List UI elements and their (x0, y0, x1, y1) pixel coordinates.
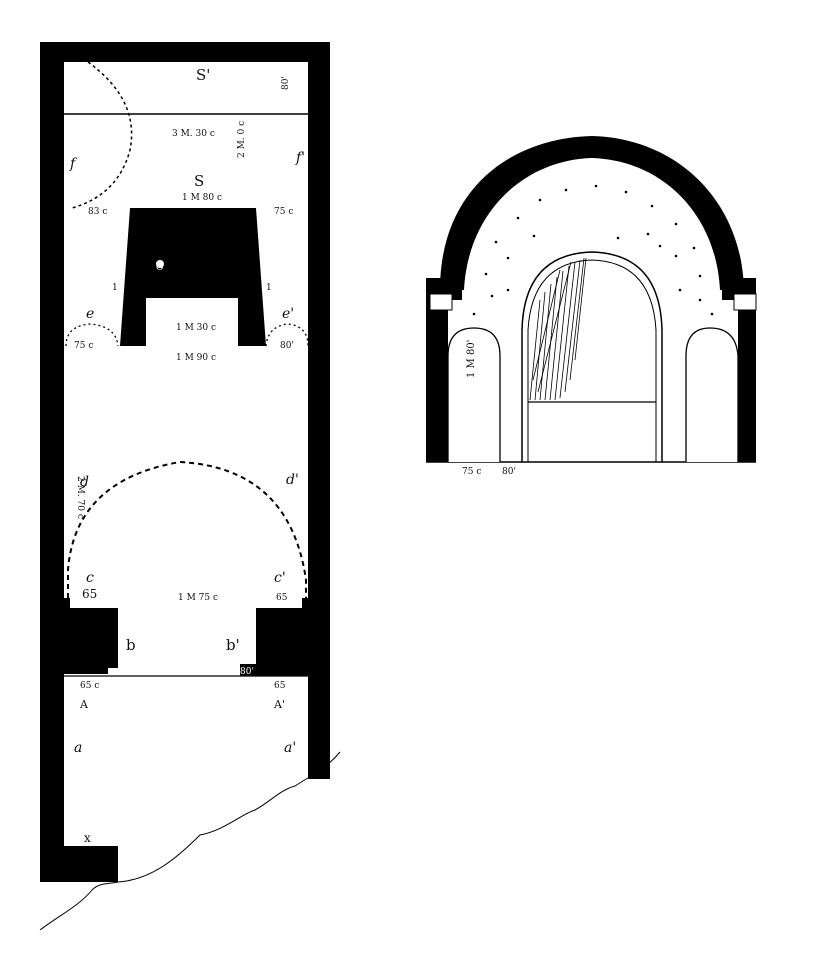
label-1m75: 1 M 75 c (178, 593, 218, 603)
dome-dots (472, 184, 714, 316)
label-65-left: 65 (82, 587, 97, 601)
label-1-left: 1 (112, 283, 118, 293)
label-65-lower-left: 65 c (80, 681, 99, 691)
niche-right (685, 327, 739, 462)
floor-plan: S' 80' 3 M. 30 c 2 M. 0 c f f' S 1 M 80 … (39, 42, 341, 931)
label-x: x (84, 831, 91, 845)
capital-right (733, 293, 757, 311)
label-a-lower-prime: a' (284, 740, 296, 756)
label-e-prime: e' (282, 306, 294, 322)
label-1-right: 1 (266, 283, 272, 293)
central-arch (521, 251, 663, 462)
label-side-dim: 2 M. 70 c (75, 476, 85, 519)
label-o: O (156, 263, 163, 273)
label-s: S (194, 172, 204, 190)
rebate-right (302, 598, 308, 608)
section-left-wall (426, 278, 462, 462)
capital-left (429, 293, 453, 311)
label-a-upper: A (79, 698, 89, 711)
label-75-right: 75 c (274, 207, 293, 217)
inner-arch (527, 259, 657, 402)
label-a-upper-prime: A' (273, 698, 285, 711)
label-80-small: 80' (240, 667, 254, 677)
label-c-prime: c' (274, 570, 286, 586)
right-wall (308, 42, 330, 779)
label-d: d (80, 474, 89, 490)
label-s-prime: S' (196, 66, 210, 84)
label-d-prime: d' (286, 472, 299, 488)
bottom-left-block (40, 846, 118, 882)
section-right-wall (722, 278, 756, 462)
label-1m30: 1 M 30 c (176, 323, 216, 333)
label-65-lower-right: 65 (274, 681, 286, 691)
label-1m90: 1 M 90 c (176, 353, 216, 363)
label-1m80: 1 M 80 c (182, 193, 222, 203)
label-e: e (86, 306, 94, 322)
label-3m30: 3 M. 30 c (172, 129, 215, 139)
label-2m: 2 M. 0 c (237, 121, 247, 158)
rebate-left (64, 598, 70, 608)
cross-section: 1 M 80' 75 c 80' (426, 136, 757, 477)
left-wall (40, 42, 64, 882)
label-b-prime: b' (226, 636, 240, 654)
label-65-right: 65 (276, 593, 288, 603)
arc-e-prime (265, 323, 309, 347)
arch-hatching (529, 257, 587, 401)
label-a-lower: a (74, 740, 82, 756)
label-75-left: 75 c (74, 341, 93, 351)
arc-f (71, 61, 133, 209)
broken-edge (39, 751, 341, 931)
circle-o-mark (156, 260, 164, 268)
section-label-1m80: 1 M 80' (466, 340, 477, 378)
label-83: 83 c (88, 207, 107, 217)
arch-d (67, 460, 307, 598)
dome-shell (440, 136, 744, 290)
pier-left (40, 608, 118, 674)
pier-right (240, 608, 330, 676)
central-block-opening (146, 298, 238, 346)
label-f-prime: f' (295, 150, 305, 166)
label-b: b (126, 636, 136, 654)
niche-left (447, 327, 501, 462)
label-f: f (69, 156, 78, 172)
top-wall (40, 42, 330, 62)
label-80-right: 80' (280, 341, 294, 351)
arc-e (65, 323, 119, 347)
section-label-80: 80' (502, 467, 516, 477)
label-80-top: 80' (281, 76, 291, 90)
section-label-75: 75 c (462, 467, 481, 477)
label-c: c (86, 570, 94, 586)
